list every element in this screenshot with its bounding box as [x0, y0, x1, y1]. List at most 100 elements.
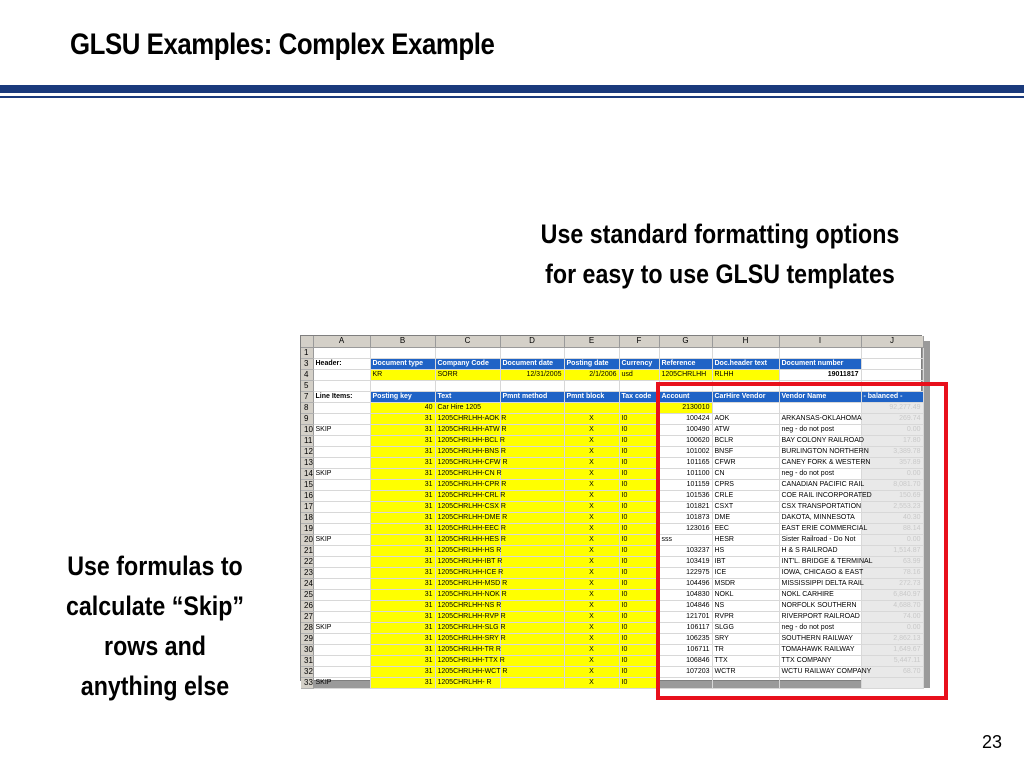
line-text: Car Hire 1205 [435, 402, 501, 414]
row-number: 4 [301, 369, 314, 381]
row-number: 32 [301, 666, 314, 678]
sheet-cell [619, 380, 660, 392]
header-field: Posting date [564, 358, 620, 370]
pmnt-block: X [564, 589, 620, 601]
vendor-name: DAKOTA, MINNESOTA [779, 512, 862, 524]
sheet-cell [500, 611, 565, 623]
page-number: 23 [981, 732, 1002, 752]
account: 100620 [659, 435, 713, 447]
line-text: 1205CHRLHH-ICE R [435, 567, 503, 579]
sheet-cell [500, 479, 565, 491]
tax-code: I0 [619, 512, 660, 524]
tax-code: I0 [619, 644, 660, 656]
pmnt-block: X [564, 523, 620, 535]
sheet-cell [712, 347, 780, 359]
carhire-vendor: CPRS [712, 479, 780, 491]
vendor-name: TOMAHAWK RAILWAY [779, 644, 862, 656]
callout-line: calculate “Skip” [65, 591, 245, 621]
sheet-cell [500, 600, 565, 612]
vendor-name [779, 677, 862, 689]
row-number: 3 [301, 358, 314, 370]
callout-line: for easy to use GLSU templates [545, 259, 895, 289]
posting-key: 31 [370, 523, 436, 535]
line-text: 1205CHRLHH-HES R [435, 534, 506, 546]
row-number: 18 [301, 512, 314, 524]
posting-key: 31 [370, 490, 436, 502]
tax-code: I0 [619, 600, 660, 612]
carhire-vendor: MSDR [712, 578, 780, 590]
vendor-name: Sister Railroad - Do Not [779, 534, 862, 546]
row-number: 9 [301, 413, 314, 425]
column-header[interactable]: E [564, 336, 620, 348]
posting-key: 40 [370, 402, 436, 414]
row-number: 15 [301, 479, 314, 491]
pmnt-block: X [564, 424, 620, 436]
sheet-cell [500, 347, 565, 359]
pmnt-block: X [564, 501, 620, 513]
tax-code: I0 [619, 446, 660, 458]
sheet-cell [313, 369, 371, 381]
row-number: 14 [301, 468, 314, 480]
line-text: 1205CHRLHH-WCT R [435, 666, 507, 678]
line-text: 1205CHRLHH-RVP R [435, 611, 506, 623]
column-header[interactable]: A [313, 336, 371, 348]
pmnt-block: X [564, 413, 620, 425]
skip-flag [313, 446, 371, 458]
line-text: 1205CHRLHH-EEC R [435, 523, 506, 535]
skip-flag [313, 666, 371, 678]
tax-code: I0 [619, 677, 660, 689]
account: 2130010 [659, 402, 713, 414]
column-header[interactable]: H [712, 336, 780, 348]
vendor-name: neg - do not post [779, 622, 862, 634]
row-number: 30 [301, 644, 314, 656]
pmnt-block: X [564, 457, 620, 469]
line-text: 1205CHRLHH-SLG R [435, 622, 506, 634]
account: sss [659, 534, 713, 546]
line-text: 1205CHRLHH-HS R [435, 545, 501, 557]
balance-value: 0.00 [861, 468, 924, 480]
carhire-vendor: BCLR [712, 435, 780, 447]
skip-flag [313, 611, 371, 623]
balance-value: 4,688.70 [861, 600, 924, 612]
vendor-name: SOUTHERN RAILWAY [779, 633, 862, 645]
carhire-vendor: CRLE [712, 490, 780, 502]
balance-value: 269.74 [861, 413, 924, 425]
sheet-cell [500, 446, 565, 458]
skip-flag [313, 501, 371, 513]
pmnt-block: X [564, 611, 620, 623]
column-header[interactable]: C [435, 336, 501, 348]
carhire-vendor: EEC [712, 523, 780, 535]
column-header[interactable]: B [370, 336, 436, 348]
header-field: Reference [659, 358, 713, 370]
line-text: 1205CHRLHH-AOK R [435, 413, 506, 425]
column-header[interactable]: J [861, 336, 924, 348]
skip-flag [313, 545, 371, 557]
column-header[interactable]: D [500, 336, 565, 348]
sheet-cell [500, 633, 565, 645]
balance-value: 17.80 [861, 435, 924, 447]
tax-code: I0 [619, 611, 660, 623]
carhire-vendor: ICE [712, 567, 780, 579]
skip-flag [313, 523, 371, 535]
column-header[interactable]: G [659, 336, 713, 348]
vendor-name: CANADIAN PACIFIC RAIL [779, 479, 864, 491]
sheet-cell [313, 380, 371, 392]
column-header[interactable]: F [619, 336, 660, 348]
column-header[interactable]: I [779, 336, 862, 348]
sheet-cell [861, 347, 924, 359]
account: 103237 [659, 545, 713, 557]
line-items-label: Line Items: [313, 391, 371, 403]
row-number: 17 [301, 501, 314, 513]
pmnt-block: X [564, 633, 620, 645]
tax-code: I0 [619, 424, 660, 436]
carhire-vendor: CN [712, 468, 780, 480]
posting-key: 31 [370, 512, 436, 524]
balance-value: 272.73 [861, 578, 924, 590]
line-text: 1205CHRLHH-CN R [435, 468, 502, 480]
sheet-cell [500, 545, 565, 557]
